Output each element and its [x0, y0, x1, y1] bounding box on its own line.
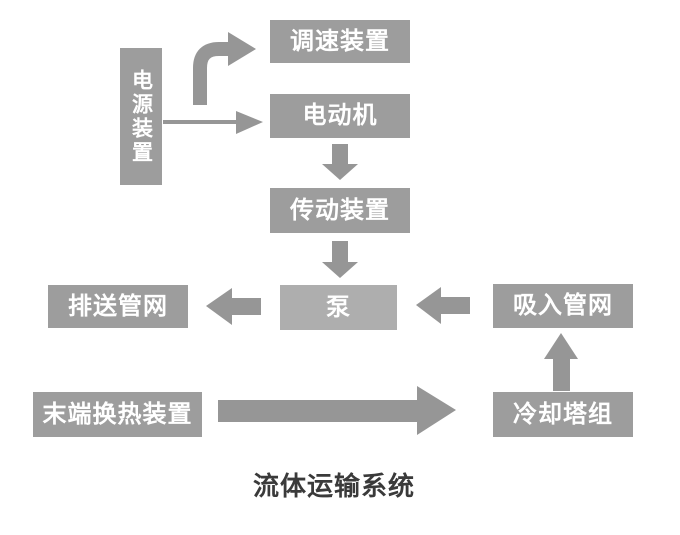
node-cooling-tower: 冷却塔组 — [493, 392, 633, 437]
node-discharge-network: 排送管网 — [48, 285, 188, 328]
arrow-terminal-heat-exchange-to-cooling-tower — [218, 386, 456, 435]
node-transmission: 传动装置 — [270, 188, 410, 233]
node-suction-network: 吸入管网 — [493, 284, 633, 328]
node-cooling-tower-label: 冷却塔组 — [513, 401, 613, 428]
arrow-cooling-tower-to-suction-network — [544, 333, 578, 391]
node-power-supply: 电源装置 — [120, 48, 162, 185]
node-speed-control-label: 调速装置 — [290, 28, 390, 55]
arrow-power-supply-to-motor — [163, 111, 263, 134]
node-power-supply-label: 电源装置 — [129, 68, 154, 165]
node-speed-control: 调速装置 — [270, 20, 410, 63]
arrow-motor-to-transmission — [322, 144, 358, 180]
node-discharge-network-label: 排送管网 — [68, 293, 168, 320]
node-terminal-heat-exchange-label: 末端换热装置 — [42, 401, 193, 428]
arrow-suction-network-to-pump — [416, 287, 470, 324]
node-pump: 泵 — [280, 285, 397, 330]
arrow-power-supply-to-speed-control — [193, 32, 256, 105]
node-transmission-label: 传动装置 — [290, 197, 390, 224]
node-suction-network-label: 吸入管网 — [513, 293, 613, 319]
node-motor-label: 电动机 — [302, 103, 378, 129]
diagram-title: 流体运输系统 — [252, 472, 415, 501]
arrow-transmission-to-pump — [322, 241, 358, 278]
node-motor: 电动机 — [270, 94, 410, 138]
node-pump-label: 泵 — [326, 294, 351, 321]
node-terminal-heat-exchange: 末端换热装置 — [33, 392, 202, 437]
arrow-pump-to-discharge-network — [206, 288, 261, 325]
